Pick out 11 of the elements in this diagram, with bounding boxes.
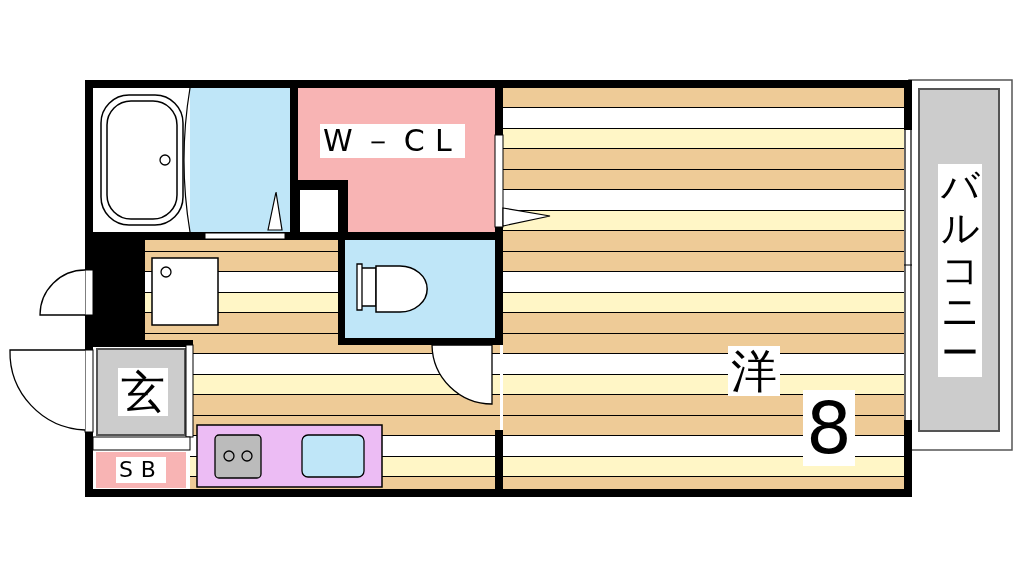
room-label: W－CL <box>320 124 466 158</box>
room-label: 玄 <box>118 368 168 416</box>
walk-in-closet-room <box>298 88 495 232</box>
room-label: バルコニー <box>938 164 982 377</box>
room-label: SB <box>116 457 167 483</box>
room-label: 洋 <box>728 346 780 396</box>
entrance-area <box>96 348 186 436</box>
balcony <box>918 88 1000 432</box>
shoe-box <box>96 452 186 488</box>
western-room <box>503 88 905 490</box>
room-label: 8 <box>803 390 855 466</box>
